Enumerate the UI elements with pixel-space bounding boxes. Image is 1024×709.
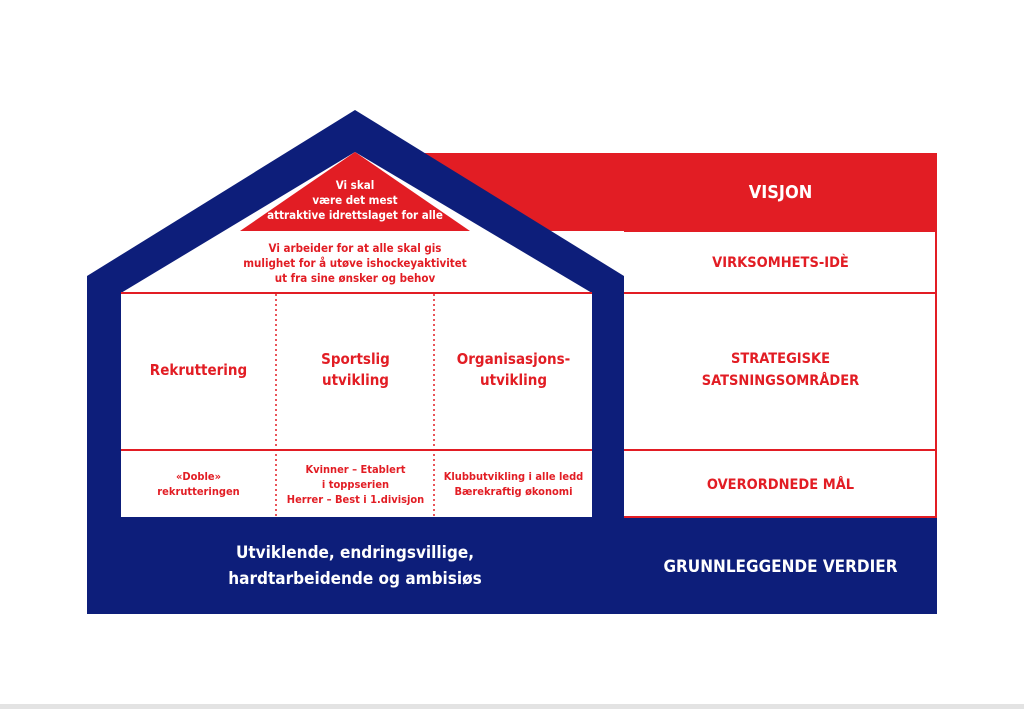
label-core-values: GRUNNLEGGENDE VERDIER xyxy=(663,557,898,577)
pillar-goal-organisation: Klubbutvikling i alle ledd Bærekraftig ø… xyxy=(443,470,584,498)
house-interior xyxy=(121,152,592,517)
roof-vision-text: Vi skal være det mest attraktive idretts… xyxy=(267,177,443,222)
label-vision: VISJON xyxy=(748,181,813,203)
label-strategic-areas: STRATEGISKE SATSNINGSOMRÅDER xyxy=(701,351,860,389)
pillar-title-organisation: Organisasjons- utvikling xyxy=(456,350,571,389)
pillar-title-sports: Sportslig utvikling xyxy=(321,350,390,389)
label-goals: OVERORDNEDE MÅL xyxy=(706,477,855,493)
pillar-title-recruitment: Rekruttering xyxy=(149,360,248,379)
foundation-values-text: Utviklende, endringsvillige, hardtarbeid… xyxy=(228,543,482,589)
foundation-bar xyxy=(87,518,937,614)
roof-peak xyxy=(240,152,470,231)
label-business-idea: VIRKSOMHETS-IDÈ xyxy=(712,255,849,271)
roof-business-idea-text: Vi arbeider for at alle skal gis mulighe… xyxy=(243,240,467,285)
pillar-goal-sports: Kvinner – Etablert i toppserien Herrer –… xyxy=(286,462,425,506)
bottom-divider xyxy=(0,704,1024,709)
right-rows-bg xyxy=(624,231,937,519)
pillar-goal-recruitment: «Doble» rekrutteringen xyxy=(157,470,240,498)
